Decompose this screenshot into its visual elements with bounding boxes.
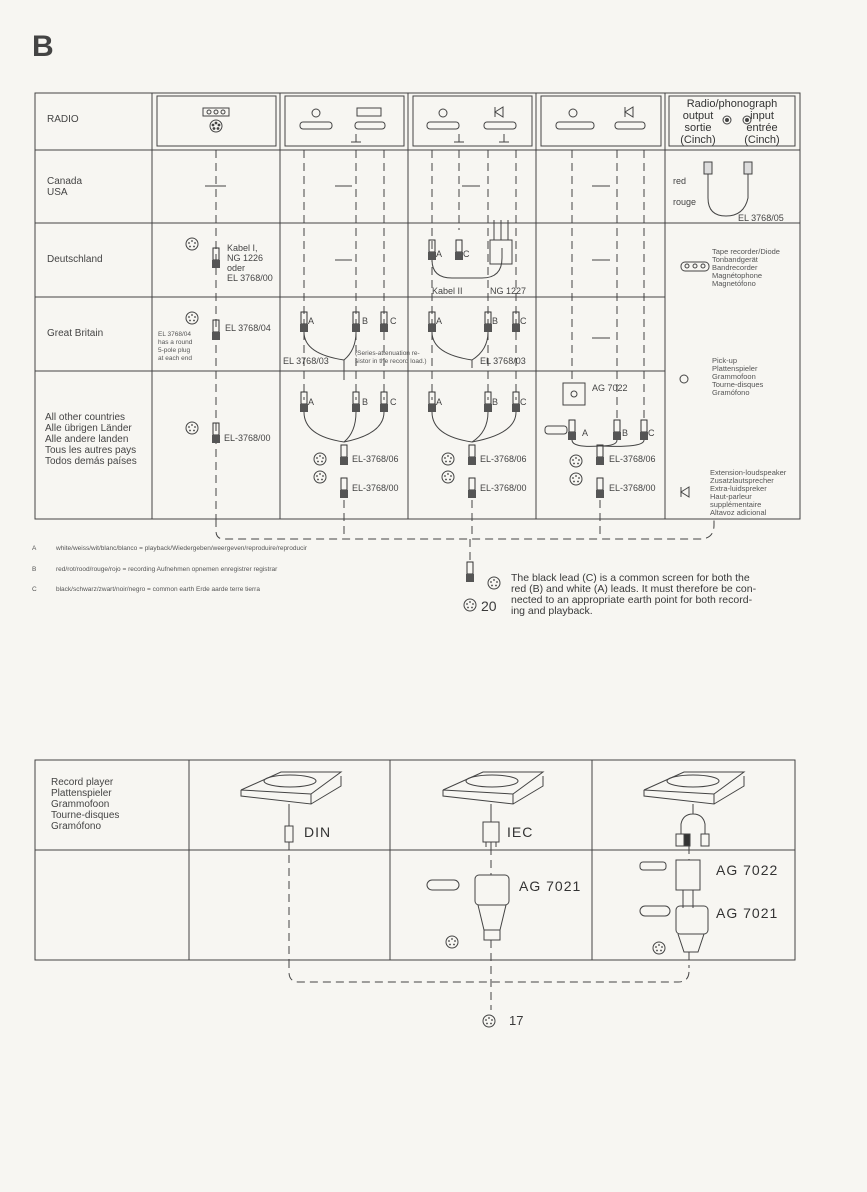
din-sockets-bottom xyxy=(445,935,666,1028)
dashed-wiring xyxy=(215,150,715,560)
other-lead-b-col3: B xyxy=(492,397,499,407)
row-label-canada: Canada USA xyxy=(47,176,83,198)
black-lead-note: The black lead (C) is a common screen fo… xyxy=(511,572,757,617)
plug-icons xyxy=(211,239,649,583)
ag-7021-right: AG 7021 xyxy=(716,905,779,921)
cable-curves xyxy=(303,161,753,447)
other-00-col2: EL-3768/00 xyxy=(352,483,399,493)
gb-lead-a-col2: A xyxy=(308,316,315,326)
canada-red-label: red xyxy=(673,176,687,186)
de-lead-c: C xyxy=(463,249,470,259)
other-lead-c-col3: C xyxy=(520,397,527,407)
lead-legend-a-text: white/weiss/wit/blanc/blanco = playback/… xyxy=(56,545,307,552)
gb-series-note: (Series-attenuation re- sistor in the re… xyxy=(355,350,427,365)
other-00-col3: EL-3768/00 xyxy=(480,483,527,493)
de-ng-1227: NG 1227 xyxy=(490,286,527,296)
lead-legend-c-key: C xyxy=(32,586,37,593)
other-06-col2: EL-3768/06 xyxy=(352,454,399,464)
other-lead-c-col2: C xyxy=(390,397,397,407)
legend-tape-recorder: Tape recorder/Diode Tonbandgerät Bandrec… xyxy=(712,247,780,288)
row-label-great-britain: Great Britain xyxy=(47,328,104,339)
radio-header-label: RADIO xyxy=(47,114,79,125)
other-lead-b-col4: B xyxy=(622,428,629,438)
other-lead-a-col3: A xyxy=(436,397,443,407)
no-connection-marks xyxy=(205,185,610,339)
ag-7021-mid: AG 7021 xyxy=(519,878,582,894)
other-lead-b-col2: B xyxy=(362,397,369,407)
gb-cable-col3: EL 3768/03 xyxy=(480,356,526,366)
de-lead-a: A xyxy=(436,249,443,259)
lead-legend-c-text: black/schwarz/zwart/noir/negro = common … xyxy=(56,586,260,593)
adaptors xyxy=(426,859,709,953)
dashed-wiring-bottom xyxy=(288,842,690,1010)
legend-pickup: Pick-up Plattenspieler Grammofoon Tourne… xyxy=(712,356,764,397)
record-player-label: Record player Plattenspieler Grammofoon … xyxy=(51,777,120,832)
other-lead-a-col4: A xyxy=(582,428,589,438)
canada-cable-label: EL 3768/05 xyxy=(738,213,784,223)
radio-table-grid xyxy=(34,92,801,520)
de-kabel-ii: Kabel II xyxy=(432,286,463,296)
record-table-grid xyxy=(34,759,796,961)
lead-legend-a-key: A xyxy=(32,545,37,552)
row-label-deutschland: Deutschland xyxy=(47,254,103,265)
other-00-col4: EL-3768/00 xyxy=(609,483,656,493)
legend-speaker: Extension-loudspeaker Zusatzlautsprecher… xyxy=(710,468,787,517)
de-cable-col1: Kabel I, NG 1226 oder EL 3768/00 xyxy=(227,243,273,283)
other-06-col4: EL-3768/06 xyxy=(609,454,656,464)
ref-number-17: 17 xyxy=(509,1013,524,1028)
page-letter: B xyxy=(32,30,54,63)
row-label-other-countries: All other countries Alle übrigen Länder … xyxy=(45,412,137,467)
cinch-input-label: input entrée (Cinch) xyxy=(744,110,780,146)
iec-label: IEC xyxy=(507,824,534,840)
lead-legend-b-text: red/rot/rood/rouge/rojo = recording Aufn… xyxy=(56,566,278,573)
other-cable-col1: EL-3768/00 xyxy=(224,433,271,443)
gb-lead-a-col3: A xyxy=(436,316,443,326)
canada-rouge-label: rouge xyxy=(673,197,697,207)
lead-legend-b-key: B xyxy=(32,566,37,573)
cinch-output-label: output sortie (Cinch) xyxy=(680,110,716,146)
gb-lead-c-col2: C xyxy=(390,316,397,326)
gb-note: EL 3768/04 has a round 5-pole plug at ea… xyxy=(158,331,193,362)
legend-icons xyxy=(679,261,710,498)
cinch-title: Radio/phonograph xyxy=(686,98,778,110)
other-lead-a-col2: A xyxy=(308,397,315,407)
other-06-col3: EL-3768/06 xyxy=(480,454,527,464)
gb-lead-b-col2: B xyxy=(362,316,369,326)
ref-number-20: 20 xyxy=(481,598,497,614)
ag-7022-right: AG 7022 xyxy=(716,862,779,878)
turntables xyxy=(240,771,746,847)
gb-lead-c-col3: C xyxy=(520,316,527,326)
header-socket-icons xyxy=(202,106,752,143)
other-lead-c-col4: C xyxy=(648,428,655,438)
gb-cable-col2: EL 3768/03 xyxy=(283,356,329,366)
gb-cable-col1: EL 3768/04 xyxy=(225,323,271,333)
other-ag-7022: AG 7022 xyxy=(592,383,628,393)
gb-lead-b-col3: B xyxy=(492,316,499,326)
din-label: DIN xyxy=(304,824,332,840)
